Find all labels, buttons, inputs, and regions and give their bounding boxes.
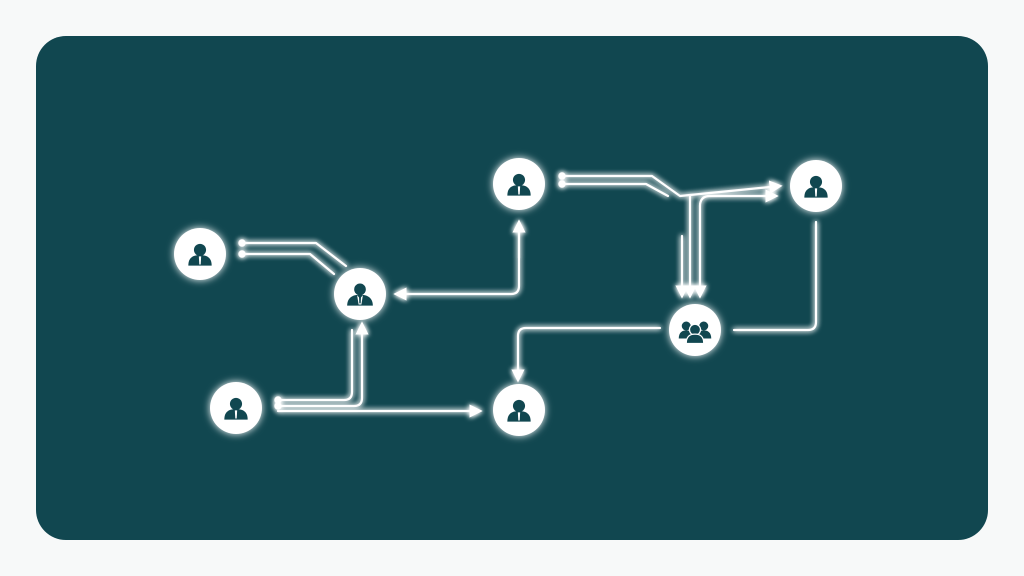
connector-team-centerbottom [511, 326, 662, 383]
connector-centertop-hub [393, 222, 521, 301]
connector-righttop-team [732, 220, 818, 332]
connector-dot [238, 250, 246, 258]
node-person-left-bottom[interactable] [210, 382, 262, 434]
connector-centertop-righttop-a [560, 174, 783, 198]
node-person-right-top[interactable] [790, 160, 842, 212]
connector-lefttop-hub-b [240, 252, 336, 276]
connector-dot [558, 172, 566, 180]
connector-lefttop-hub-a [240, 241, 348, 268]
connector-bundle-team-b [698, 189, 779, 208]
connector-dot [274, 396, 282, 404]
connector-leftbottom-hub-a [276, 328, 354, 402]
connector-centertop-righttop-b [560, 182, 670, 198]
connector-leftbottom-hub-b [276, 321, 369, 408]
node-person-left-top[interactable] [174, 228, 226, 280]
connector-dot [274, 402, 282, 410]
connector-dot [238, 239, 246, 247]
node-team-right[interactable] [669, 304, 721, 356]
node-person-center-bottom[interactable] [493, 384, 545, 436]
node-person-center-top[interactable] [493, 158, 545, 210]
connectors [238, 172, 818, 418]
diagram-panel [36, 36, 988, 540]
node-person-center-hub[interactable] [334, 268, 386, 320]
nodes [174, 158, 842, 436]
connector-dot [558, 180, 566, 188]
